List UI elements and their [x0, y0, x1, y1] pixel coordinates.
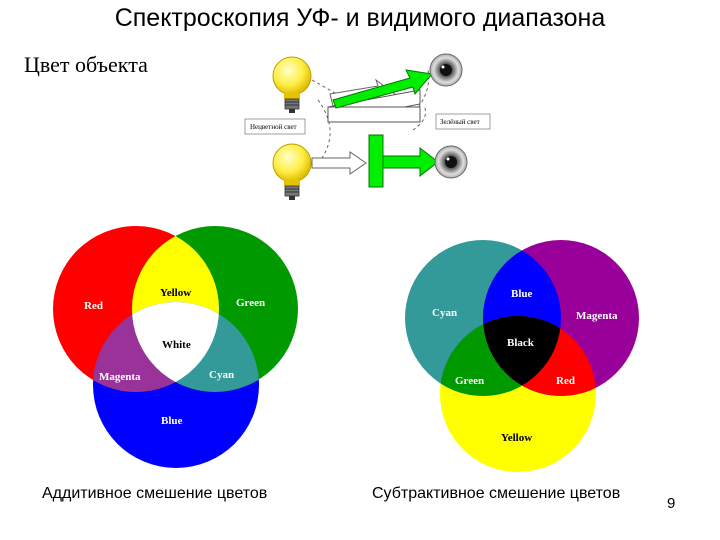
- venn-label-magenta: Magenta: [576, 310, 618, 322]
- venn-label-blue: Blue: [161, 415, 183, 427]
- reflecting-object: [327, 89, 421, 123]
- slide-title: Спектроскопия УФ- и видимого диапазона: [114, 4, 606, 32]
- venn-label-cyan: Cyan: [432, 307, 457, 319]
- color-of-object-diagram: Нецветной свет Зелёный свет: [244, 53, 491, 200]
- green-reflected-arrow: [332, 69, 433, 109]
- slide-subtitle: Цвет объекта: [24, 52, 148, 77]
- venn-label-magenta: Magenta: [99, 371, 141, 383]
- additive-caption: Аддитивное смешение цветов: [42, 485, 268, 502]
- eye-icon: [434, 145, 468, 179]
- subtractive-venn-diagram: Cyan Magenta Blue Black Green Red Yellow: [405, 240, 639, 472]
- venn-label-black: Black: [507, 337, 535, 349]
- page-number: 9: [667, 495, 676, 512]
- venn-label-cyan: Cyan: [209, 369, 234, 381]
- light-bulb-icon: [272, 56, 312, 113]
- venn-label-yellow: Yellow: [160, 287, 191, 299]
- light-bulb-icon: [272, 143, 312, 200]
- venn-label-yellow: Yellow: [501, 432, 532, 444]
- venn-label-green: Green: [455, 375, 484, 387]
- venn-label-red: Red: [556, 375, 575, 387]
- venn-label-red: Red: [84, 300, 103, 312]
- green-filter: [368, 134, 384, 188]
- white-light-arrow: [311, 151, 367, 175]
- venn-label-green: Green: [236, 297, 265, 309]
- venn-label-white: White: [162, 339, 191, 351]
- green-light-label-box: Зелёный свет: [435, 113, 491, 130]
- venn-label-blue: Blue: [511, 288, 533, 300]
- green-light-label: Зелёный свет: [440, 118, 480, 126]
- green-transmitted-arrow: [382, 146, 439, 178]
- additive-venn-diagram: Red Green Yellow White Magenta Cyan Blue: [53, 226, 298, 468]
- eye-icon: [429, 53, 463, 87]
- white-light-label-box: Нецветной свет: [244, 118, 306, 135]
- subtractive-caption: Субтрактивное смешение цветов: [372, 485, 621, 502]
- white-light-label: Нецветной свет: [250, 123, 297, 131]
